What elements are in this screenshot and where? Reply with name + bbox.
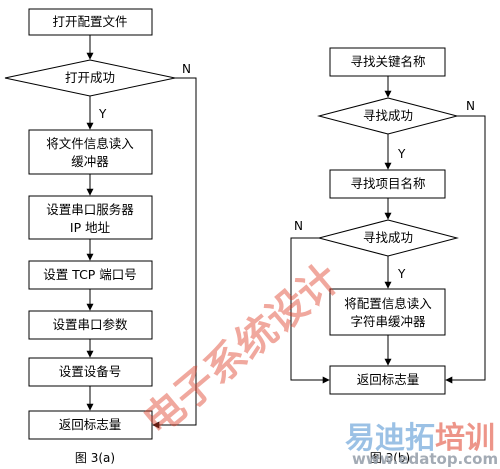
label-set-server-2: IP 地址 (70, 220, 111, 235)
flowchart-a-labels: 打开配置文件 打开成功 Y N 将文件信息读入 缓冲器 设置串口服务器 IP 地… (43, 14, 191, 465)
label-read-config-2: 字符串缓冲器 (350, 314, 426, 329)
watermark-brand: 易迪拓培训 (345, 421, 495, 456)
label-b-no-1: N (466, 99, 475, 113)
label-return-flag-b: 返回标志量 (357, 372, 420, 387)
label-find-success-1: 寻找成功 (363, 108, 413, 123)
label-read-config-1: 将配置信息读入 (344, 296, 432, 311)
edge-b-no-1 (445, 115, 486, 384)
watermark-url: www.edatop.com (352, 450, 498, 468)
edge-a-no (152, 77, 197, 429)
label-set-tcp-port: 设置 TCP 端口号 (43, 267, 137, 282)
label-a-yes: Y (98, 107, 107, 121)
node-open-file (28, 8, 153, 36)
label-b-yes-1: Y (397, 147, 406, 161)
flowchart-b-labels: 寻找关键名称 寻找成功 Y N 寻找项目名称 寻找成功 Y N 将配置信息读入 … (294, 54, 475, 465)
label-return-flag-a: 返回标志量 (59, 417, 122, 432)
node-read-config (329, 288, 446, 336)
label-read-file-2: 缓冲器 (71, 154, 109, 169)
label-find-key: 寻找关键名称 (350, 54, 425, 69)
label-find-success-2: 寻找成功 (363, 230, 413, 245)
label-set-device-no: 设置设备号 (59, 364, 122, 379)
flowchart-a (4, 8, 197, 440)
flowchart-b (290, 47, 486, 395)
node-return-flag-a (28, 410, 153, 440)
label-b-no-2: N (294, 219, 303, 233)
label-set-server-1: 设置串口服务器 (46, 202, 134, 217)
caption-b: 图 3(b) (370, 451, 410, 465)
watermark: 电子系统设计 易迪拓培训 www.edatop.com (135, 255, 498, 468)
node-set-serial-params (28, 310, 153, 340)
label-read-file-1: 将文件信息读入 (46, 136, 134, 151)
label-a-no: N (182, 62, 191, 76)
node-set-device-no (28, 357, 153, 387)
label-open-success: 打开成功 (65, 70, 115, 85)
label-b-yes-2: Y (397, 267, 406, 281)
label-set-serial-params: 设置串口参数 (52, 317, 128, 332)
edge-b-no-2 (290, 237, 330, 384)
watermark-brand-part1: 易迪拓 (345, 421, 435, 456)
node-set-tcp-port (28, 260, 153, 290)
label-find-item: 寻找项目名称 (350, 176, 425, 191)
watermark-brand-part2: 培训 (435, 421, 495, 456)
caption-a: 图 3(a) (75, 451, 115, 465)
node-find-item (329, 169, 446, 199)
node-set-server-ip (28, 195, 153, 240)
watermark-main-text: 电子系统设计 (135, 255, 348, 445)
label-open-file: 打开配置文件 (52, 14, 127, 29)
node-return-flag-b (329, 365, 446, 395)
